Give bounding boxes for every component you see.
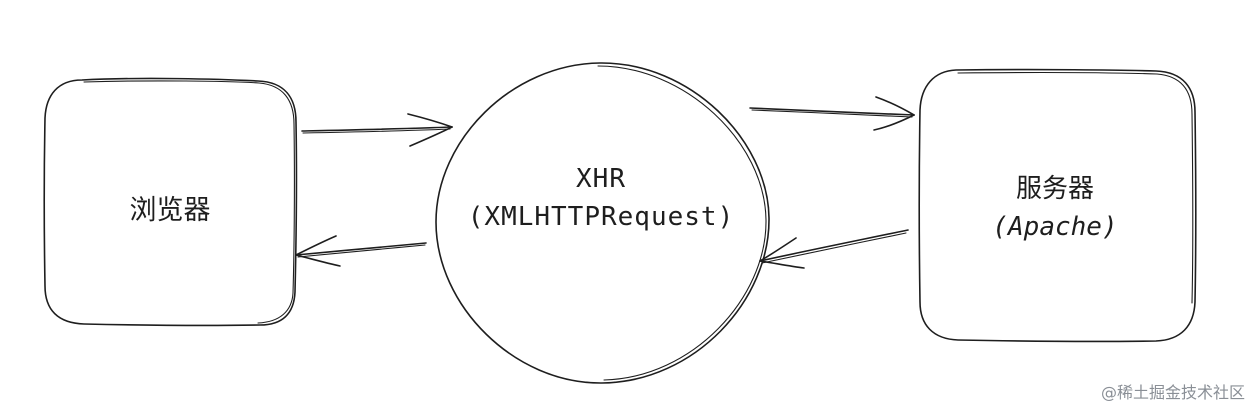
arrow-xhr-to-server (749, 96, 915, 131)
server-node (918, 68, 1197, 343)
browser-node (43, 77, 298, 327)
arrow-server-to-xhr (759, 229, 909, 269)
xhr-title: XHR (576, 164, 626, 194)
server-subtitle: (Apache) (992, 212, 1118, 242)
xhr-label: XHR (XMLHTTPRequest) (436, 160, 766, 236)
browser-label: 浏览器 (129, 195, 211, 226)
watermark: @稀土掘金技术社区 (1100, 383, 1245, 402)
arrow-browser-to-xhr (301, 113, 453, 147)
server-title: 服务器 (1015, 174, 1094, 204)
server-label: 服务器 (Apache) (920, 170, 1190, 246)
xhr-node (435, 62, 770, 384)
arrow-xhr-to-browser (295, 235, 427, 267)
xhr-subtitle: (XMLHTTPRequest) (467, 202, 735, 232)
